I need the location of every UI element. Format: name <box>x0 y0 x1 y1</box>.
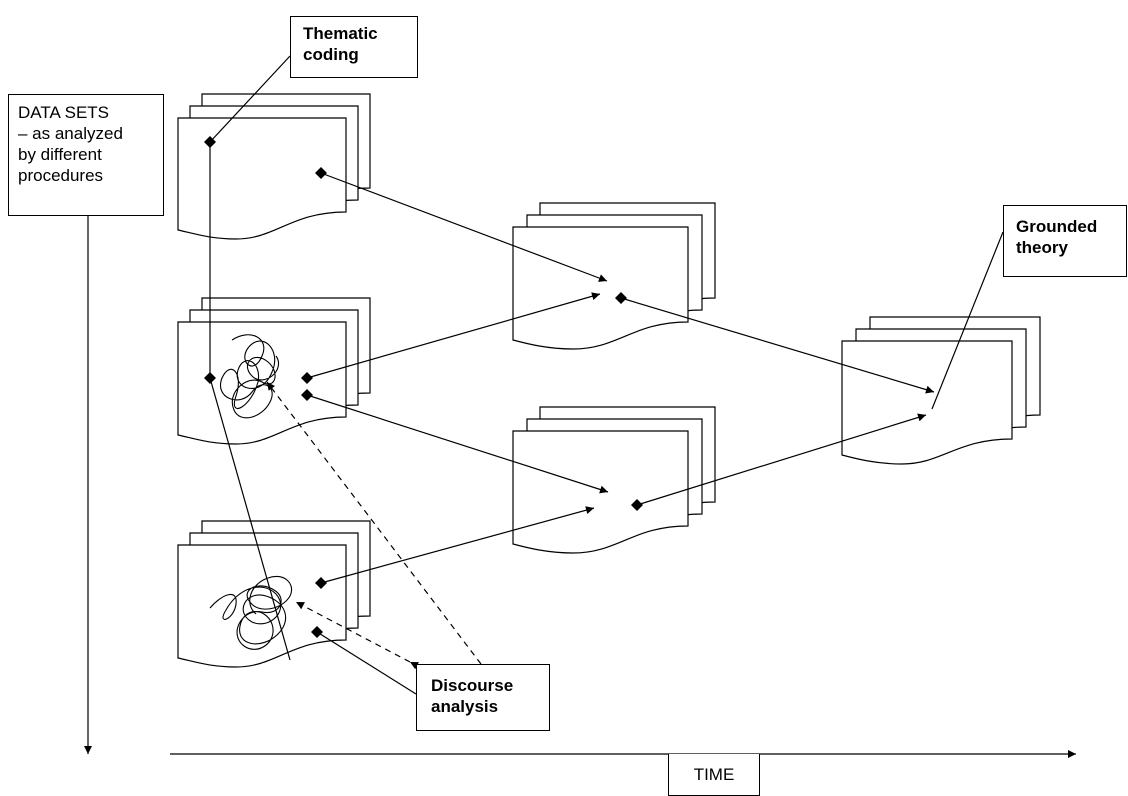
time-label-text: TIME <box>693 765 735 784</box>
data-sets-label-line: procedures <box>18 166 104 185</box>
diamond-markers <box>204 136 643 638</box>
diamond-marker <box>204 136 216 148</box>
grounded-theory-line: Grounded <box>1016 217 1098 236</box>
discourse-analysis-line: analysis <box>431 697 499 716</box>
grounded-theory-line: theory <box>1016 238 1068 257</box>
data-set-stack-1 <box>177 93 371 240</box>
diamond-marker <box>301 372 313 384</box>
diamond-marker <box>301 389 313 401</box>
discourse-analysis-label: Discourse analysis <box>416 664 550 731</box>
diamond-marker <box>311 626 323 638</box>
diamond-marker <box>315 167 327 179</box>
intermediate-stack-upper <box>512 202 716 350</box>
diamond-marker <box>631 499 643 511</box>
connectors <box>209 55 1004 695</box>
grounded-theory-label: Grounded theory <box>1003 205 1127 277</box>
discourse-analysis-line: Discourse <box>431 676 514 695</box>
data-set-stack-3 <box>177 520 371 668</box>
diamond-marker <box>204 372 216 384</box>
scribble-set-2 <box>219 334 279 419</box>
thematic-coding-label: Thematic coding <box>290 16 418 78</box>
diamond-marker <box>615 292 627 304</box>
thematic-coding-line: coding <box>303 45 359 64</box>
data-sets-label-line: by different <box>18 145 102 164</box>
thematic-coding-line: Thematic <box>303 24 378 43</box>
data-sets-label: DATA SETS – as analyzed by different pro… <box>8 94 164 216</box>
data-sets-label-line: – as analyzed <box>18 124 123 143</box>
time-label: TIME <box>668 754 760 796</box>
scribble-set-3 <box>209 576 292 650</box>
data-sets-label-line: DATA SETS <box>18 103 110 122</box>
intermediate-stack-lower <box>512 406 716 554</box>
axes <box>84 216 1076 758</box>
final-stack <box>841 316 1041 465</box>
diamond-marker <box>315 577 327 589</box>
